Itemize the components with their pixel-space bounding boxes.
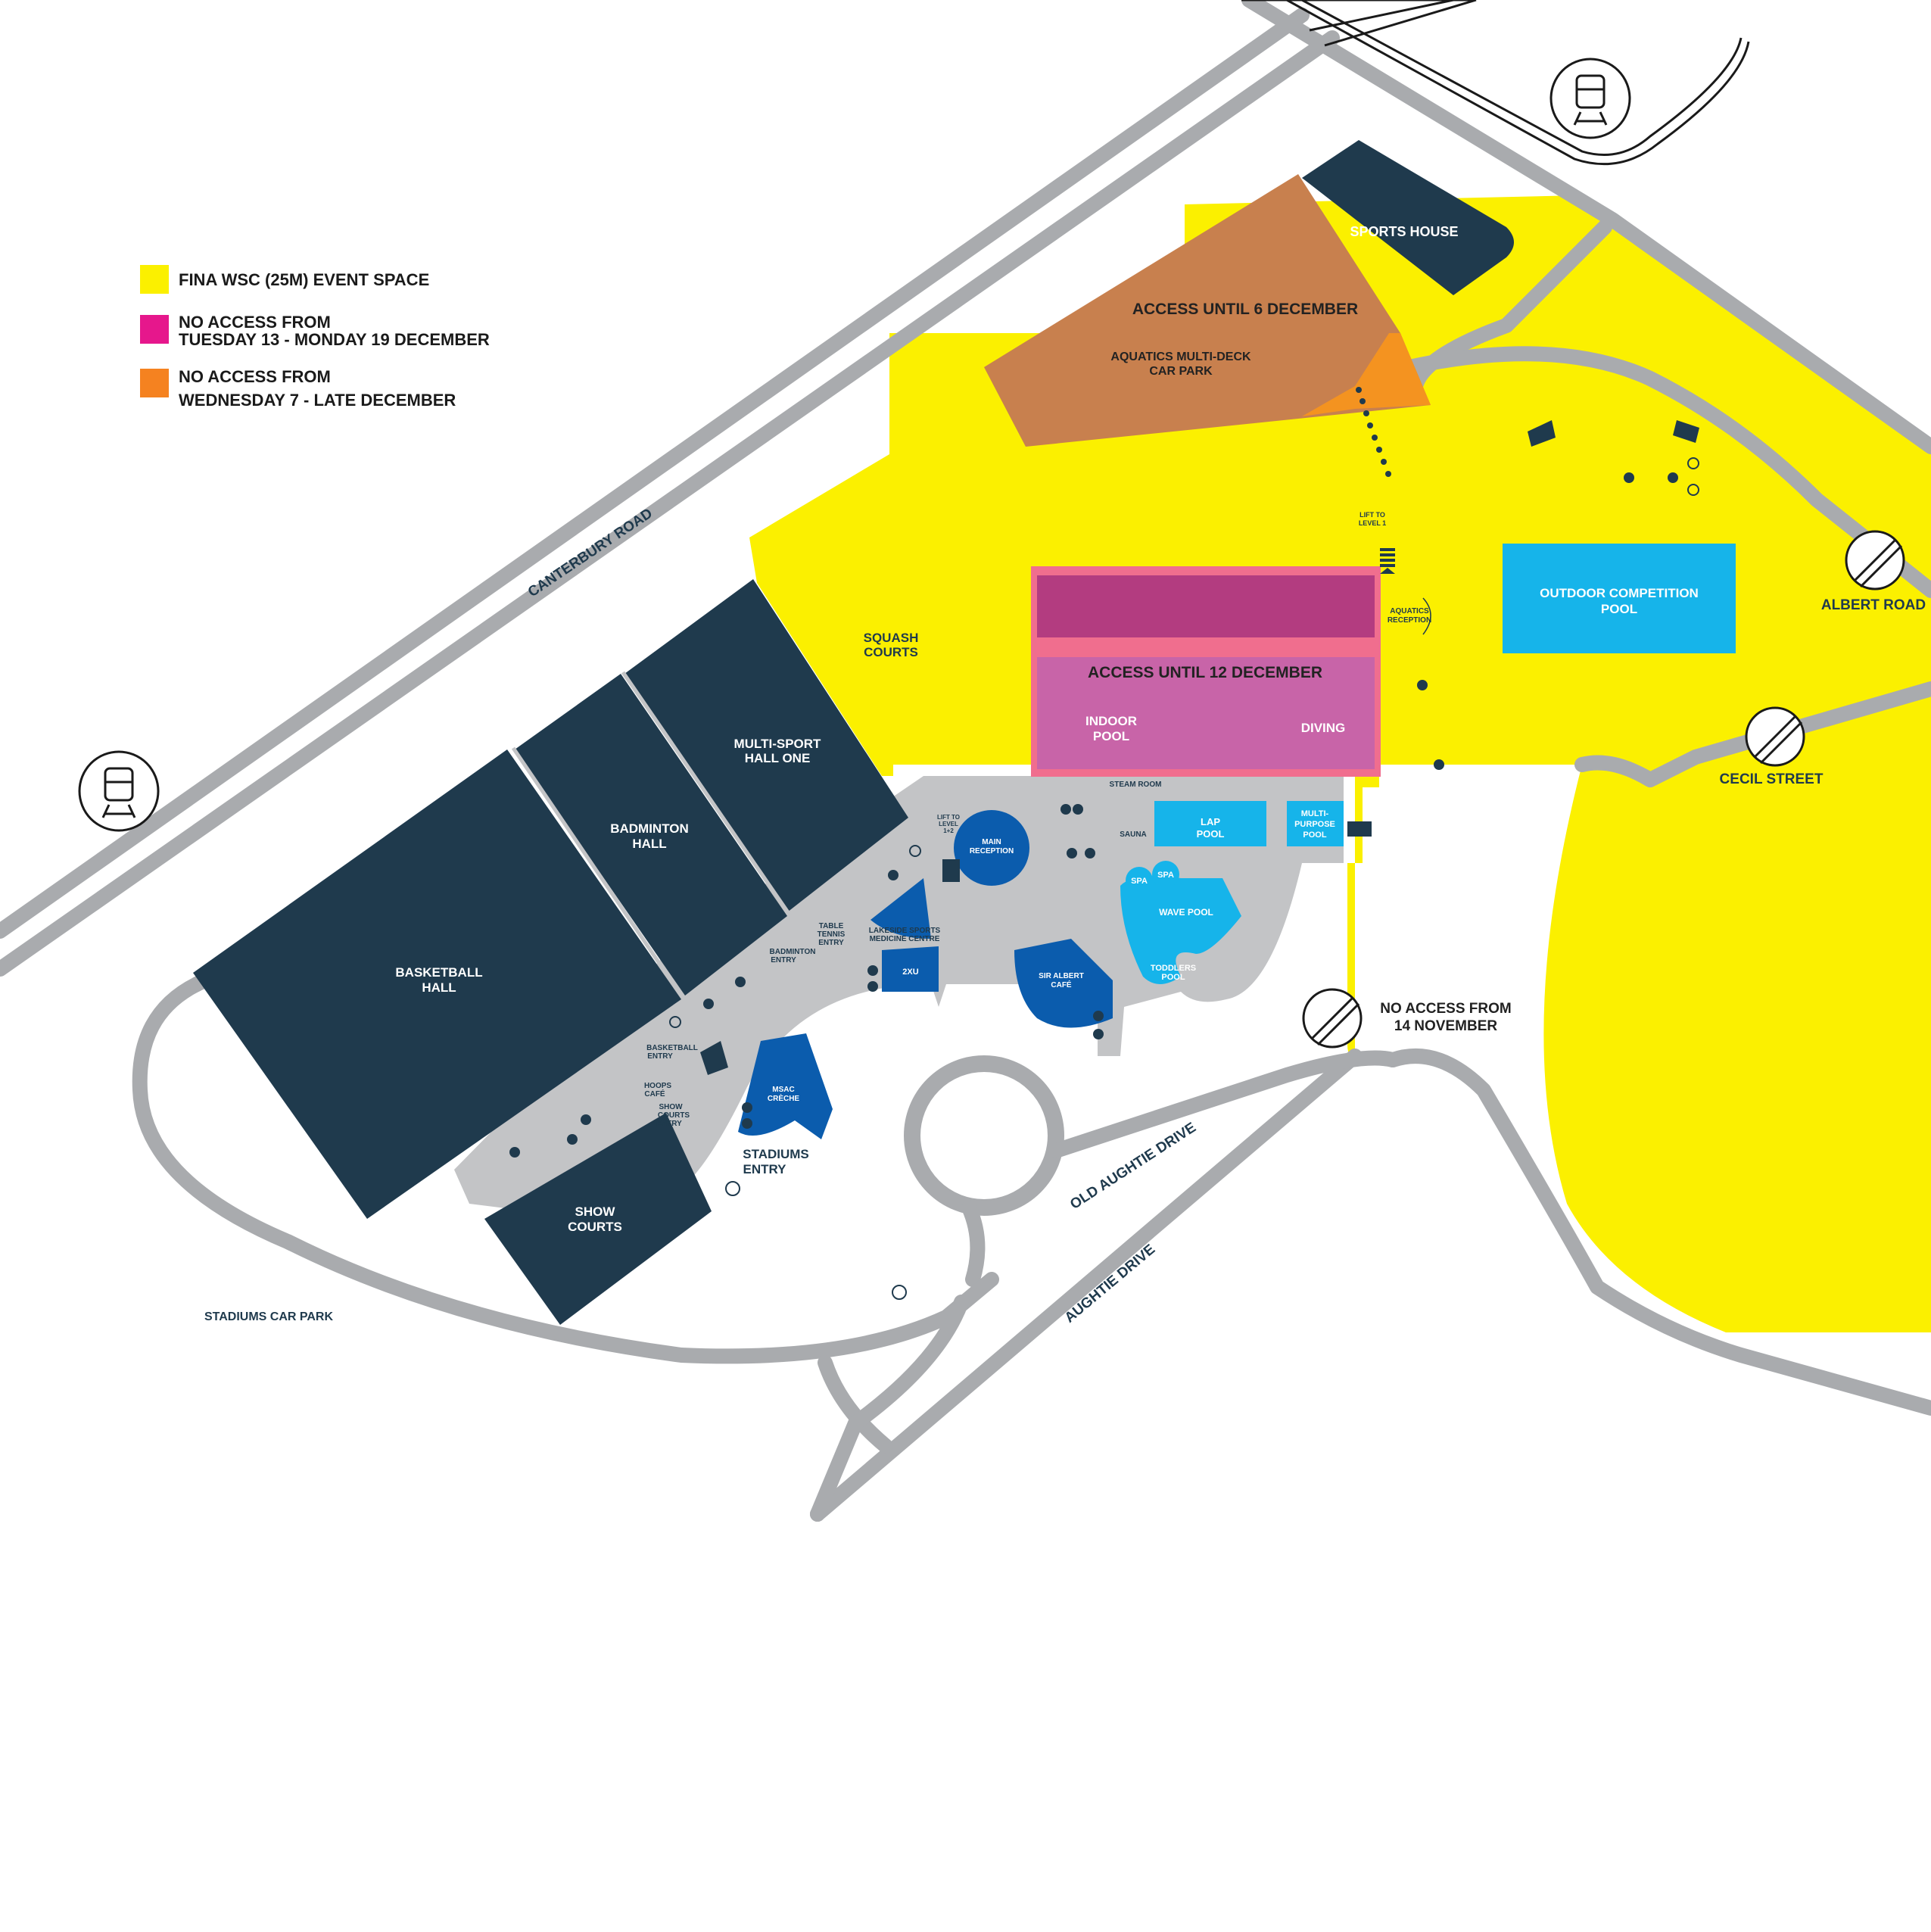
- wheelchair-icon: [669, 457, 1699, 1300]
- entry-labels: TABLE TENNIS ENTRY BADMINTON ENTRY BASKE…: [204, 922, 846, 1323]
- albert-road-label: ALBERT ROAD: [1821, 597, 1926, 613]
- lap-pool-label-1: LAP: [1201, 816, 1220, 827]
- basketball-entry-1: BASKETBALL: [646, 1044, 698, 1052]
- badminton-entry-2: ENTRY: [771, 956, 796, 964]
- squash-label-1: SQUASH: [864, 631, 919, 645]
- aquatics-reception-label-2: RECEPTION: [1388, 616, 1431, 625]
- twoxu-label: 2XU: [902, 968, 918, 977]
- lakeside-label-1: LAKESIDE SPORTS: [869, 927, 941, 935]
- sauna-label: SAUNA: [1120, 830, 1147, 839]
- basketball-entry-2: ENTRY: [647, 1052, 673, 1061]
- lift-level1-label-2: LEVEL 1: [1359, 519, 1386, 527]
- basketball-label-1: BASKETBALL: [395, 965, 482, 980]
- badminton-label-2: HALL: [632, 837, 666, 851]
- legend-item-3-line2: WEDNESDAY 7 - LATE DECEMBER: [179, 391, 456, 410]
- aquatics-reception-label-1: AQUATICS: [1390, 607, 1429, 615]
- show-entry-1: SHOW: [659, 1103, 683, 1111]
- legend-item-3-line1: NO ACCESS FROM: [179, 367, 331, 386]
- halls-buildings: MULTI-SPORT HALL ONE BADMINTON HALL BASK…: [193, 579, 908, 1325]
- carpark-label-2: CAR PARK: [1149, 365, 1213, 378]
- legend-item-2-line2: TUESDAY 13 - MONDAY 19 DECEMBER: [179, 330, 490, 349]
- mp-pool-label-3: POOL: [1303, 830, 1326, 840]
- outdoor-pool-label-1: OUTDOOR COMPETITION: [1540, 586, 1699, 600]
- sports-house-building: SPORTS HOUSE: [1302, 140, 1514, 295]
- mp-pool-label-2: PURPOSE: [1294, 820, 1335, 829]
- sir-albert-label-1: SIR ALBERT: [1039, 972, 1084, 980]
- hoops-cafe-2: CAFÉ: [644, 1089, 665, 1098]
- badminton-label-1: BADMINTON: [610, 821, 689, 836]
- concourse: [454, 776, 1344, 1211]
- mp-pool-label-1: MULTI-: [1301, 809, 1329, 818]
- spa-label-1: SPA: [1131, 877, 1148, 886]
- sir-albert-label-2: CAFÉ: [1051, 980, 1072, 989]
- main-reception-label-2: RECEPTION: [970, 847, 1014, 855]
- lift12-label-3: 1+2: [943, 827, 954, 834]
- outdoor-pool-label-2: POOL: [1601, 602, 1637, 616]
- show-courts-label-1: SHOW: [575, 1204, 616, 1219]
- table-tennis-entry-2: TENNIS: [818, 930, 846, 939]
- toddlers-label-2: POOL: [1161, 973, 1185, 982]
- lap-pool-label-2: POOL: [1197, 828, 1225, 840]
- train-icon: [1549, 58, 1631, 139]
- stadiums-entry-1: STADIUMS: [743, 1147, 809, 1161]
- lift12-label-2: LEVEL: [939, 821, 958, 827]
- lift-level1-label-1: LIFT TO: [1359, 511, 1385, 519]
- carpark-building: ACCESS UNTIL 6 DECEMBER AQUATICS MULTI-D…: [984, 174, 1431, 447]
- legend-item-2-line1: NO ACCESS FROM: [179, 313, 331, 332]
- indoor-pool-label-2: POOL: [1093, 729, 1129, 743]
- legend-swatch-pink: [140, 315, 169, 344]
- spa-label-2: SPA: [1157, 871, 1174, 880]
- toddlers-label-1: TODDLERS: [1151, 964, 1196, 973]
- main-reception-label-1: MAIN: [982, 838, 1001, 846]
- amenities: MAIN RECEPTION LIFT TO LEVEL 1+2 LAKESID…: [738, 810, 1113, 1139]
- toilet-icon: [509, 472, 1678, 1158]
- indoor-pool-label-1: INDOOR: [1085, 714, 1137, 728]
- table-tennis-entry-3: ENTRY: [818, 939, 844, 947]
- no-entry-icon: [1302, 988, 1363, 1049]
- show-entry-3: ENTRY: [656, 1120, 682, 1128]
- show-entry-2: COURTS: [658, 1111, 690, 1120]
- multisport-label-2: HALL ONE: [745, 751, 811, 765]
- no-entry-icon: [1845, 530, 1905, 591]
- indoor-pool-building: ACCESS UNTIL 12 DECEMBER INDOOR POOL DIV…: [1031, 566, 1381, 777]
- creche-label-1: MSAC: [772, 1086, 794, 1094]
- legend-swatch-event: [140, 265, 169, 294]
- no-entry-icon: [1745, 706, 1805, 767]
- badminton-entry-1: BADMINTON: [770, 948, 816, 956]
- walkway-dots: [1356, 387, 1391, 477]
- hoops-cafe-1: HOOPS: [644, 1082, 671, 1090]
- stairs-icon: [1380, 548, 1395, 574]
- outdoor-competition-pool: OUTDOOR COMPETITION POOL: [1503, 544, 1736, 653]
- multisport-label-1: MULTI-SPORT: [734, 737, 822, 751]
- leisure-pools: LAP POOL MULTI- PURPOSE POOL SPA SPA WAV…: [1110, 781, 1344, 984]
- access-6dec-label: ACCESS UNTIL 6 DECEMBER: [1132, 301, 1358, 318]
- sports-house-label: SPORTS HOUSE: [1350, 224, 1458, 239]
- diving-label: DIVING: [1301, 721, 1346, 735]
- steam-room-label: STEAM ROOM: [1110, 781, 1162, 789]
- basketball-label-2: HALL: [422, 980, 456, 995]
- wave-pool-label: WAVE POOL: [1159, 907, 1213, 918]
- show-courts-label-2: COURTS: [568, 1220, 622, 1234]
- squash-label-2: COURTS: [864, 645, 918, 659]
- train-icon: [78, 750, 160, 832]
- stadiums-car-park-label: STADIUMS CAR PARK: [204, 1310, 334, 1323]
- table-tennis-entry-1: TABLE: [819, 922, 844, 930]
- access-12dec-label: ACCESS UNTIL 12 DECEMBER: [1088, 664, 1322, 681]
- lakeside-label-2: MEDICINE CENTRE: [870, 935, 940, 943]
- legend-swatch-orange: [140, 369, 169, 397]
- creche-label-2: CRÈCHE: [768, 1093, 800, 1103]
- legend: FINA WSC (25M) EVENT SPACE NO ACCESS FRO…: [140, 265, 490, 410]
- road-network: [0, 0, 1931, 1522]
- legend-item-1-line1: FINA WSC (25M) EVENT SPACE: [179, 270, 429, 289]
- stairs-icon: [700, 420, 1699, 1075]
- stadiums-entry-2: ENTRY: [743, 1162, 787, 1176]
- no-access-14nov-label-1: NO ACCESS FROM: [1380, 1001, 1511, 1017]
- no-access-14nov-label-2: 14 NOVEMBER: [1394, 1018, 1497, 1034]
- cecil-street-label: CECIL STREET: [1720, 771, 1824, 787]
- lift12-label-1: LIFT TO: [937, 814, 960, 821]
- carpark-label-1: AQUATICS MULTI-DECK: [1110, 351, 1251, 363]
